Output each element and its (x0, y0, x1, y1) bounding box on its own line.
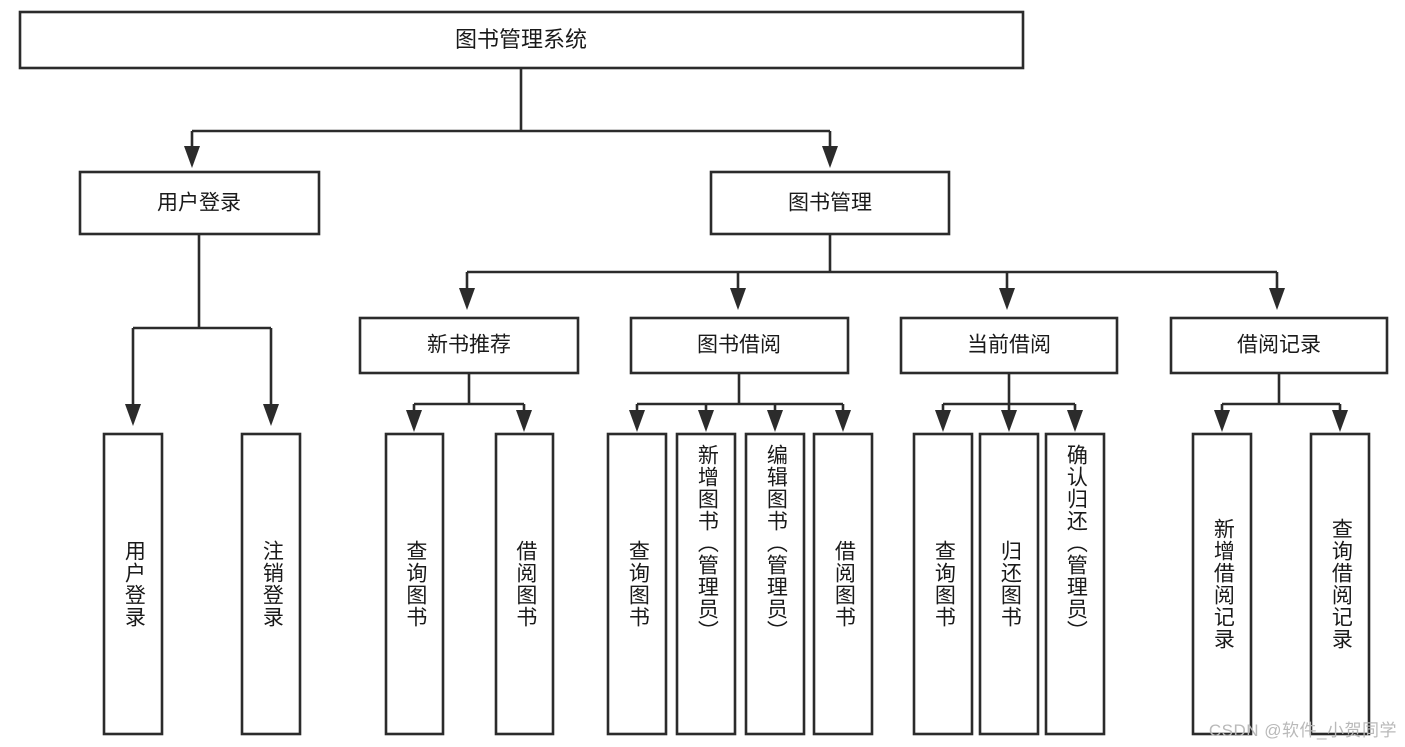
leaf-query-book-3-box[interactable] (912, 432, 974, 736)
connector-newbook-to-leaves (406, 373, 532, 432)
node-book-management[interactable]: 图书管理 (709, 170, 951, 236)
node-current-borrow-label: 当前借阅 (967, 334, 1051, 357)
node-user-login[interactable]: 用户登录 (78, 170, 321, 236)
leaf-borrow-book-1-box[interactable] (494, 432, 555, 736)
leaf-query-book-2-box[interactable] (606, 432, 668, 736)
node-borrow-record-label: 借阅记录 (1237, 334, 1321, 357)
csdn-watermark: CSDN @软件_小贺同学 (1208, 721, 1397, 740)
leaf-logout-box[interactable] (240, 432, 302, 736)
connector-currentborrow-to-leaves (935, 373, 1083, 432)
node-root-label: 图书管理系统 (455, 27, 587, 52)
node-new-book-recommend-label: 新书推荐 (427, 334, 511, 357)
connector-root-to-level2 (184, 68, 838, 168)
leaf-query-record-box[interactable] (1309, 432, 1371, 736)
leaf-add-record-box[interactable] (1191, 432, 1253, 736)
connector-bookmanagement-to-level3 (459, 234, 1285, 310)
connector-userlogin-to-leaves (125, 234, 279, 426)
leaf-return-book-box[interactable] (978, 432, 1040, 736)
node-root[interactable]: 图书管理系统 (18, 10, 1025, 70)
node-new-book-recommend[interactable]: 新书推荐 (358, 316, 580, 375)
leaf-query-book-1-box[interactable] (384, 432, 445, 736)
connector-borrowrecord-to-leaves (1214, 373, 1348, 432)
node-current-borrow[interactable]: 当前借阅 (899, 316, 1119, 375)
leaf-edit-book-box[interactable] (744, 432, 806, 736)
node-borrow-record[interactable]: 借阅记录 (1169, 316, 1389, 375)
node-book-management-label: 图书管理 (788, 192, 872, 215)
leaf-user-login-box[interactable] (102, 432, 164, 736)
connector-bookborrow-to-leaves (629, 373, 851, 432)
node-book-borrow[interactable]: 图书借阅 (629, 316, 850, 375)
node-user-login-label: 用户登录 (157, 192, 241, 215)
leaf-add-book-box[interactable] (675, 432, 737, 736)
leaf-borrow-book-2-box[interactable] (812, 432, 874, 736)
node-book-borrow-label: 图书借阅 (697, 334, 781, 357)
leaf-confirm-return-box[interactable] (1044, 432, 1106, 736)
